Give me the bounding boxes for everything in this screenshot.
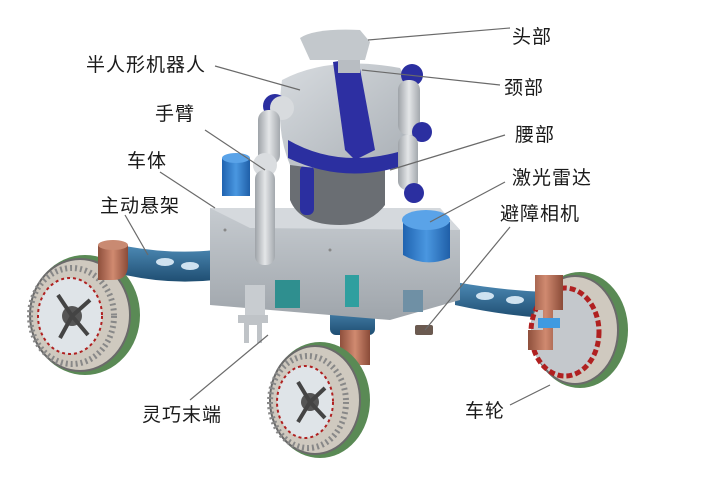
dexterous-end-effector bbox=[238, 285, 268, 343]
label-obstacle-camera: 避障相机 bbox=[500, 203, 581, 225]
wheel-rear-right bbox=[528, 272, 628, 388]
label-neck: 颈部 bbox=[504, 77, 545, 99]
label-lidar: 激光雷达 bbox=[512, 167, 593, 189]
label-end-effector: 灵巧末端 bbox=[142, 404, 223, 426]
obstacle-camera bbox=[415, 325, 433, 335]
wheel-rear-left bbox=[27, 255, 140, 375]
label-humanoid-robot: 半人形机器人 bbox=[86, 54, 207, 76]
label-active-suspension: 主动悬架 bbox=[100, 195, 181, 217]
humanoid-robot bbox=[238, 29, 432, 343]
label-rover-body: 车体 bbox=[127, 150, 168, 172]
label-arm: 手臂 bbox=[155, 103, 196, 125]
lidar-sensor bbox=[222, 153, 450, 263]
steering-joint-left bbox=[98, 245, 128, 280]
label-head: 头部 bbox=[512, 26, 553, 48]
suspension-arms bbox=[120, 245, 545, 335]
wheel-front-left bbox=[267, 330, 370, 458]
label-waist: 腰部 bbox=[515, 124, 556, 146]
label-wheel: 车轮 bbox=[465, 400, 506, 422]
leader-lines bbox=[124, 27, 551, 406]
